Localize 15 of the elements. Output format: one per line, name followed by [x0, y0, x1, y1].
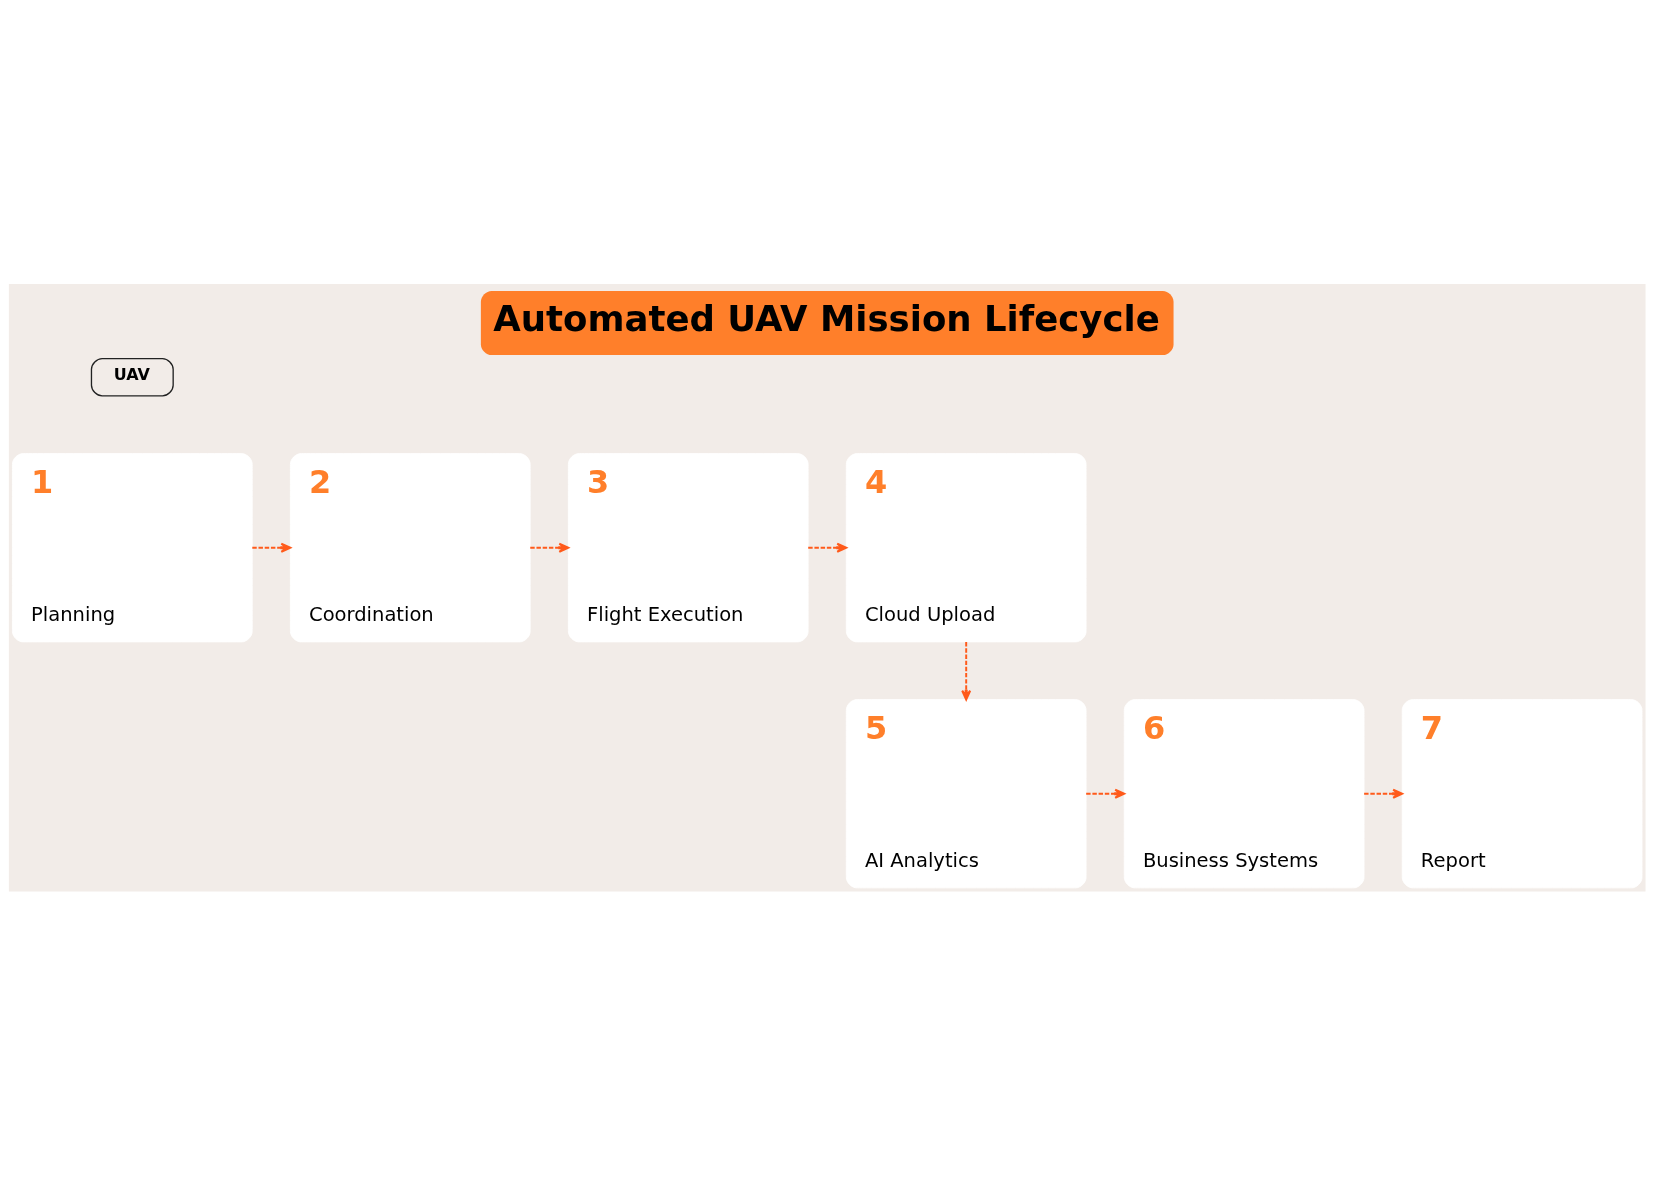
- arrow: [1085, 788, 1126, 799]
- node-box: 6 Business Systems: [1123, 698, 1365, 888]
- arrow: [1363, 788, 1404, 799]
- node-box: 7 Report: [1401, 698, 1643, 888]
- node-box: UAV: [90, 357, 174, 397]
- node-box: 5 AI Analytics: [845, 698, 1087, 888]
- arrow: [807, 542, 848, 553]
- diagram-title: Automated UAV Mission Lifecycle: [493, 297, 1160, 339]
- arrow: [251, 542, 292, 553]
- node-box: 3 Flight Execution: [567, 452, 809, 642]
- node-box: 2 Coordination: [289, 452, 531, 642]
- arrow: [961, 640, 972, 701]
- arrow: [529, 542, 570, 553]
- node-box: 4 Cloud Upload: [845, 452, 1087, 642]
- node-box: 1 Planning: [12, 452, 253, 642]
